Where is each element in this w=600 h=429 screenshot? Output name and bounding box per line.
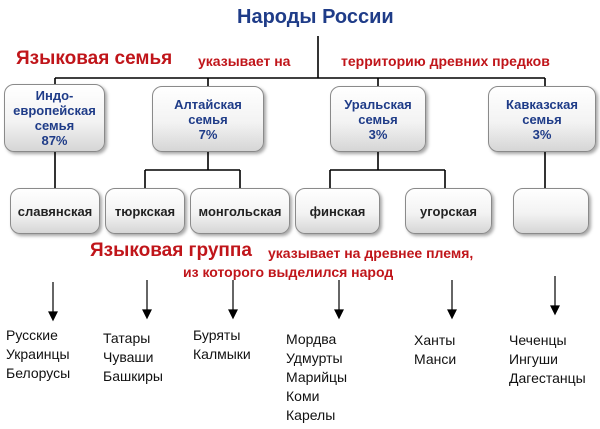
people-item: Чеченцы (509, 332, 567, 348)
group-box-empty (513, 188, 589, 234)
people-item: Буряты (193, 327, 241, 343)
peoples-list-ugric: Ханты Манси (414, 331, 456, 369)
peoples-list-mongolic: Буряты Калмыки (193, 326, 251, 364)
group-caption-text-1: указывает на древнее племя, (268, 245, 474, 261)
people-item: Мордва (286, 331, 337, 347)
peoples-list-caucasian: Чеченцы Ингуши Дагестанцы (509, 331, 586, 388)
people-item: Татары (103, 330, 151, 346)
diagram-title: Народы России (237, 6, 394, 28)
people-item: Ингуши (509, 351, 558, 367)
people-item: Белорусы (6, 365, 71, 381)
group-box-mongolic: монгольская (190, 188, 290, 234)
people-item: Удмурты (286, 350, 343, 366)
group-box-ugric: угорская (405, 188, 492, 234)
family-box-caucasian: Кавказская семья 3% (488, 86, 596, 152)
people-item: Украинцы (6, 346, 70, 362)
group-box-slavic: славянская (10, 188, 100, 234)
people-item: Марийцы (286, 369, 348, 385)
people-item: Дагестанцы (509, 370, 586, 386)
people-item: Карелы (286, 407, 336, 423)
family-box-indo-european: Индо- европейская семья 87% (4, 84, 105, 152)
family-box-uralic: Уральская семья 3% (330, 86, 426, 152)
family-box-altaic: Алтайская семья 7% (152, 86, 264, 152)
group-box-finnic: финская (295, 188, 380, 234)
people-item: Калмыки (193, 346, 251, 362)
people-item: Чуваши (103, 349, 154, 365)
people-item: Ханты (414, 332, 456, 348)
peoples-list-slavic: Русские Украинцы Белорусы (6, 326, 70, 383)
peoples-list-turkic: Татары Чуваши Башкиры (103, 329, 163, 386)
people-item: Коми (286, 388, 320, 404)
group-caption-term: Языковая группа (90, 240, 252, 261)
family-caption-text-1: указывает на (198, 53, 291, 69)
group-box-turkic: тюркская (105, 188, 185, 234)
peoples-list-finnic: Мордва Удмурты Марийцы Коми Карелы (286, 330, 347, 425)
family-caption-term: Языковая семья (16, 48, 173, 69)
people-item: Башкиры (103, 368, 163, 384)
family-caption-text-2: территорию древних предков (341, 53, 550, 69)
people-item: Манси (414, 351, 457, 367)
people-item: Русские (6, 327, 58, 343)
group-caption-text-2: из которого выделился народ (183, 264, 394, 280)
